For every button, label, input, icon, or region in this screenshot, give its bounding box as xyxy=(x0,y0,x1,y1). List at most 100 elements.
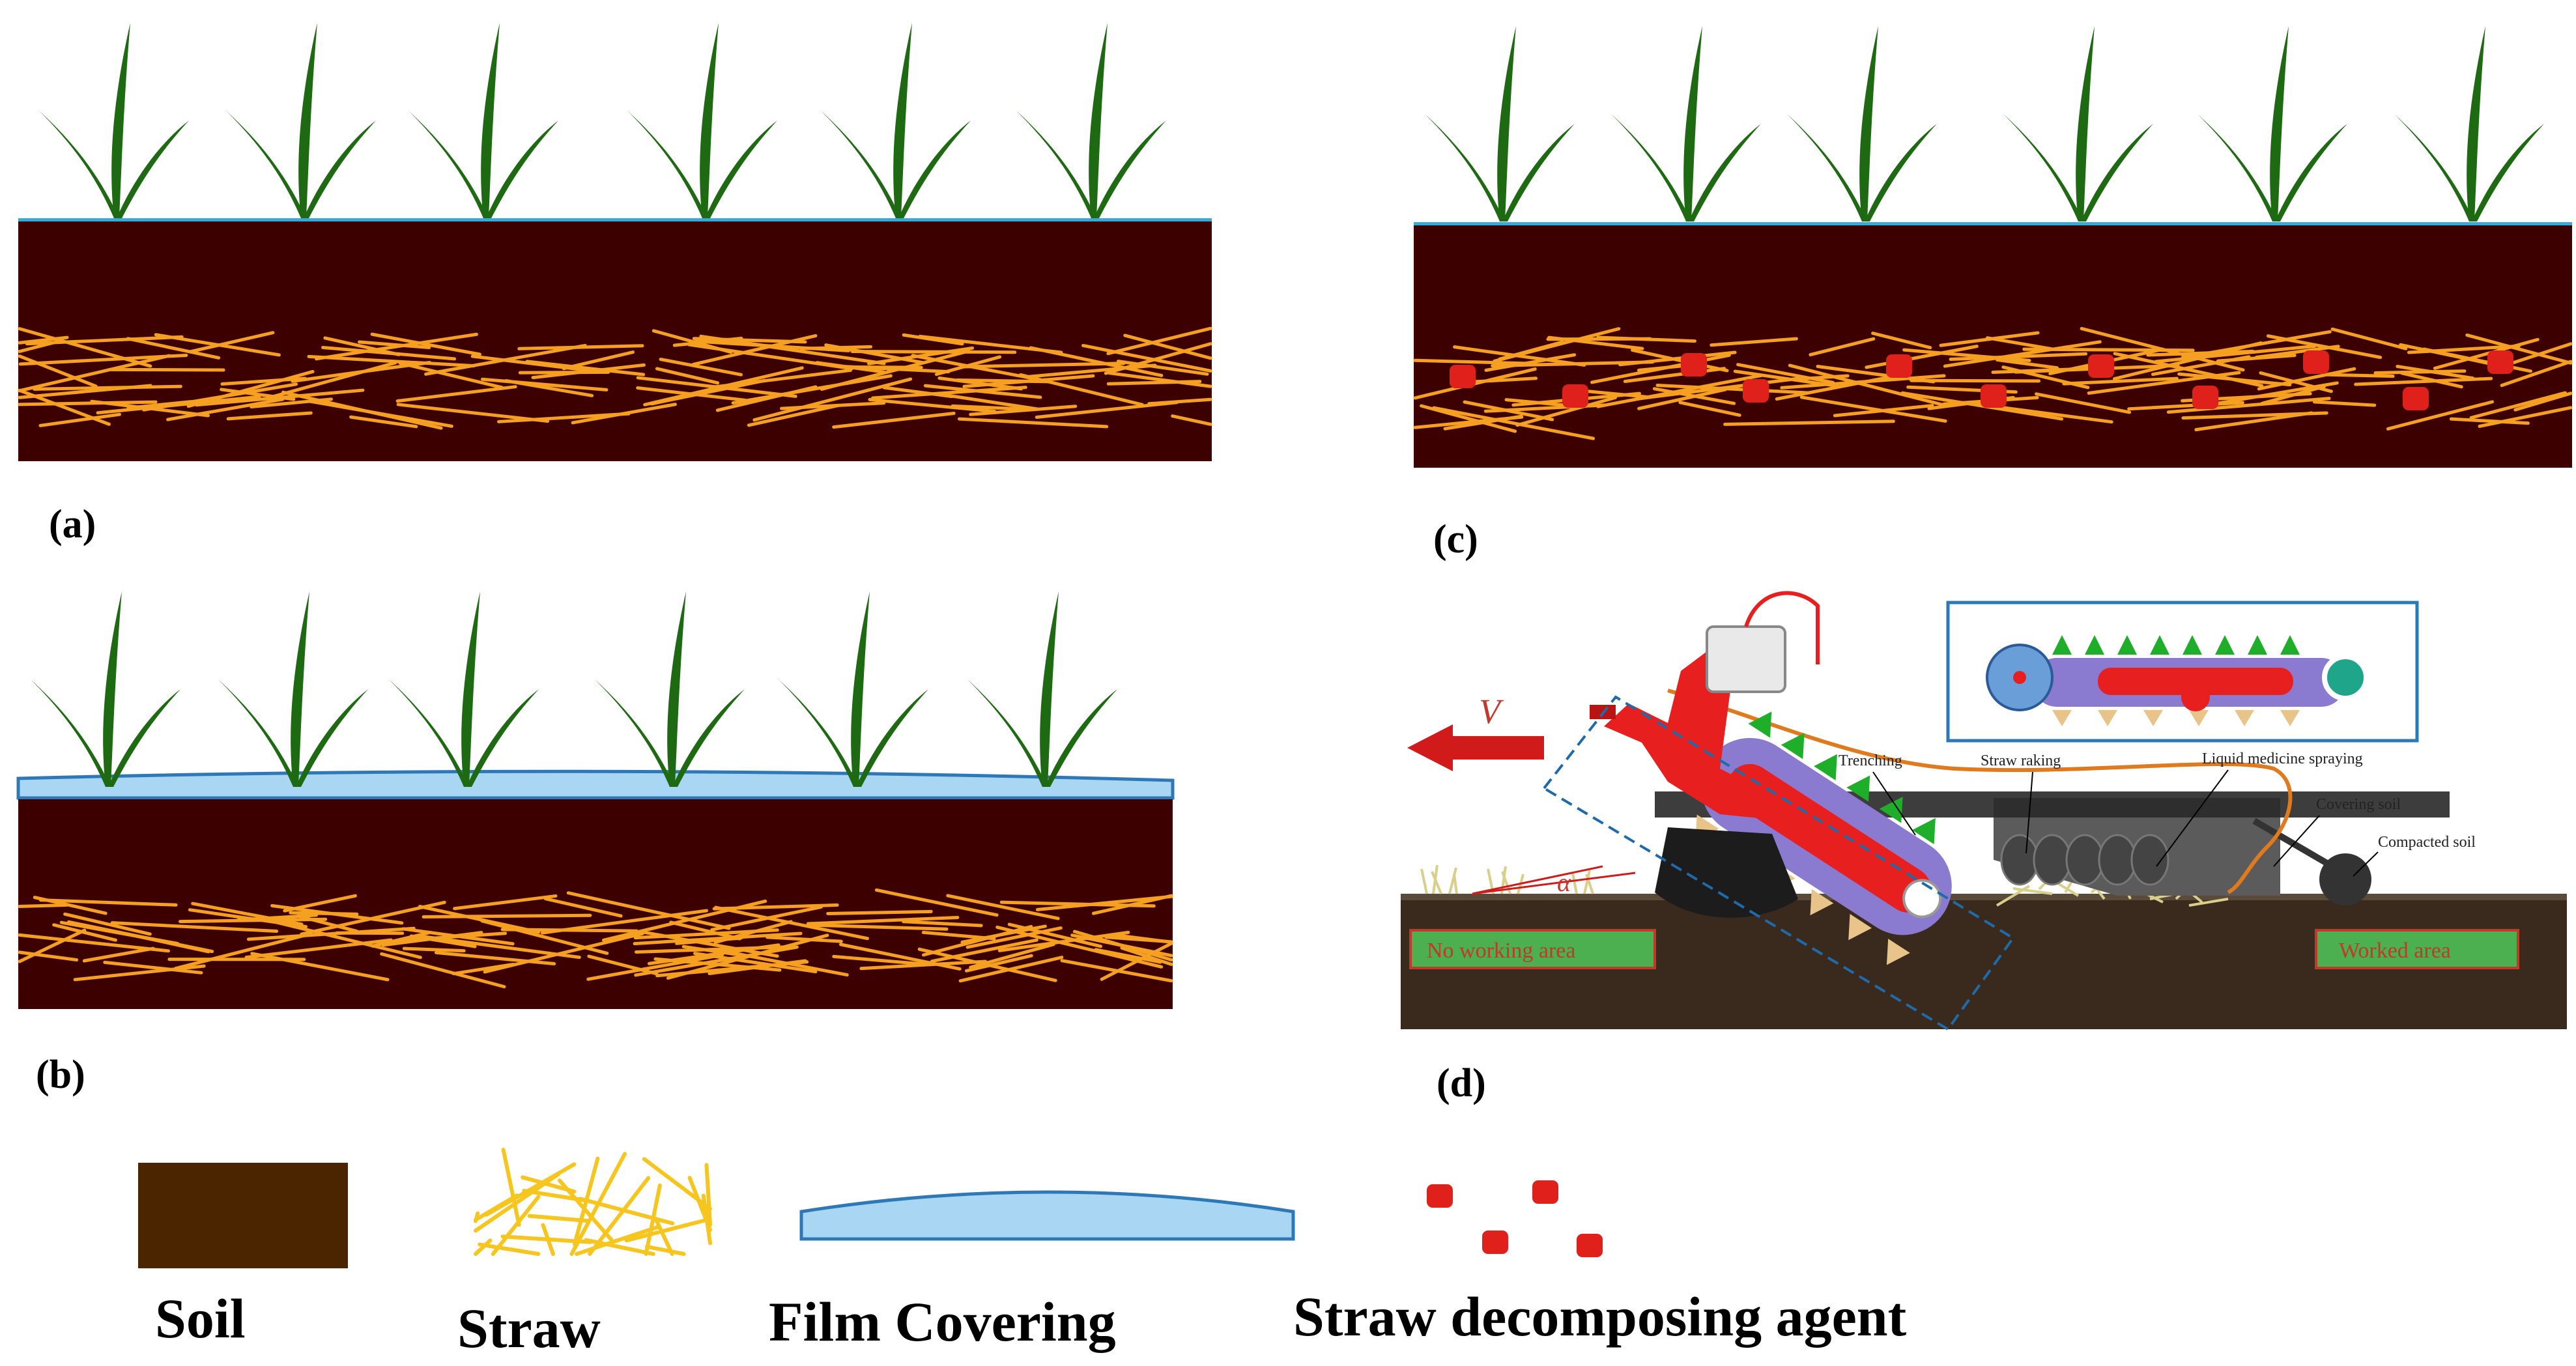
agent-particle xyxy=(2192,386,2218,409)
straw-stalk xyxy=(500,1234,593,1244)
straw-stalk xyxy=(1116,360,1209,376)
straw-stalk xyxy=(1623,367,1726,383)
panel-label-a: (a) xyxy=(49,502,96,547)
straw-stalk xyxy=(937,376,1023,391)
straw-stalk xyxy=(398,361,504,390)
straw-stalk xyxy=(840,365,951,374)
straw-stalk xyxy=(453,894,558,911)
panel-d: V α Trenching Straw raking Liquid medici… xyxy=(1401,591,2567,1105)
straw-stalk xyxy=(1035,894,1173,911)
straw-stalk xyxy=(1094,948,1162,964)
straw-stalk xyxy=(2500,360,2573,388)
straw-stalk xyxy=(1007,922,1103,948)
straw-stalk xyxy=(710,905,823,932)
straw-stalk xyxy=(2433,337,2540,370)
worked-area-label: Worked area xyxy=(2339,939,2451,963)
straw-stalk xyxy=(522,1188,588,1202)
straw-stalk xyxy=(868,397,997,414)
straw-stalk xyxy=(2151,355,2251,377)
straw-stalk xyxy=(349,415,418,429)
straw-stalk xyxy=(1100,941,1173,981)
straw-stalk xyxy=(1023,363,1157,379)
straw-stalk xyxy=(934,355,1002,377)
straw-stalk xyxy=(799,345,873,350)
agent-particle xyxy=(1681,353,1707,377)
straw-stalk xyxy=(1788,363,1944,406)
straw-stalk xyxy=(38,412,121,427)
straw-stalk xyxy=(2259,371,2333,393)
straw-stalk xyxy=(142,382,298,412)
straw-layer xyxy=(18,888,1173,989)
straw-stalk xyxy=(699,334,792,351)
legend-soil: Soil xyxy=(138,1163,348,1350)
straw-stalk xyxy=(636,376,797,398)
straw-stalk xyxy=(659,358,743,377)
straw-stalk xyxy=(2177,372,2292,387)
legend: Soil Straw Film Covering Straw decomposi… xyxy=(138,1148,1907,1359)
straw-stalk xyxy=(380,952,506,989)
straw-stalk xyxy=(922,924,1033,957)
plant-icon xyxy=(2197,26,2347,221)
straw-stalk xyxy=(321,345,457,361)
straw-stalk xyxy=(2266,334,2383,360)
straw-stalk xyxy=(18,928,87,963)
legend-straw: Straw xyxy=(457,1148,712,1359)
no-working-area-label: No working area xyxy=(1427,939,1575,963)
straw-stalk xyxy=(18,400,158,406)
straw-stalk xyxy=(2465,333,2573,365)
straw-stalk xyxy=(653,1216,674,1256)
straw-stalk xyxy=(1106,326,1212,356)
straw-stalk xyxy=(832,412,956,429)
straw-stalk xyxy=(946,894,1060,920)
straw-stalk xyxy=(188,908,308,929)
straw-stalk xyxy=(18,388,111,426)
straw-stalk xyxy=(601,899,767,942)
straw-stalk xyxy=(951,404,1025,411)
straw-stalk xyxy=(1035,401,1179,419)
straw-stalk xyxy=(2400,371,2463,389)
plant-icon xyxy=(627,23,777,218)
anno-liquid-spraying: Liquid medicine spraying xyxy=(2202,750,2363,767)
straw-stalk xyxy=(402,946,466,953)
straw-stalk xyxy=(693,952,818,974)
panel-a: (a) xyxy=(18,23,1212,547)
agent-particle xyxy=(2487,350,2513,374)
legend-soil-label: Soil xyxy=(155,1287,246,1350)
straw-stalk xyxy=(246,926,416,941)
straw-stalk xyxy=(501,1148,521,1227)
straw-stalk xyxy=(2154,344,2317,363)
straw-stalk xyxy=(2035,392,2132,414)
straw-stalk xyxy=(18,903,68,908)
straw-stalk xyxy=(18,354,98,388)
straw-stalk xyxy=(669,920,741,941)
straw-stalk xyxy=(381,931,483,947)
straw-stalk xyxy=(1631,348,1729,373)
straw-stalk xyxy=(1996,358,2059,370)
straw-stalk xyxy=(838,943,962,971)
straw-stalk xyxy=(2313,400,2377,407)
straw-stalk xyxy=(766,935,843,943)
straw-stalk xyxy=(1865,345,1979,369)
straw-layer xyxy=(1413,326,2573,440)
straw-stalk xyxy=(747,403,840,427)
panel-c: (c) xyxy=(1413,26,2573,562)
straw-stalk xyxy=(300,900,446,936)
agent-particle xyxy=(1886,354,1912,378)
straw-stalk xyxy=(1498,340,1564,361)
straw-stalk xyxy=(2386,400,2495,431)
straw-stalk xyxy=(103,960,203,975)
agent-particle xyxy=(2303,350,2329,374)
straw-stalk xyxy=(474,1193,519,1222)
machine-annotations: Trenching Straw raking Liquid medicine s… xyxy=(1839,750,2476,877)
straw-stalk xyxy=(396,403,550,423)
straw-stalk xyxy=(18,933,170,953)
compaction-wheel xyxy=(2319,853,2371,905)
straw-stalk xyxy=(1091,894,1173,915)
straw-stalk xyxy=(2373,369,2467,375)
soil-block xyxy=(1414,225,2572,468)
panel-label-b: (b) xyxy=(36,1053,85,1097)
straw-stalk xyxy=(2478,406,2573,428)
anno-covering-soil: Covering soil xyxy=(2316,796,2401,813)
agent-particle xyxy=(1743,379,1769,403)
straw-stalk xyxy=(289,911,359,916)
